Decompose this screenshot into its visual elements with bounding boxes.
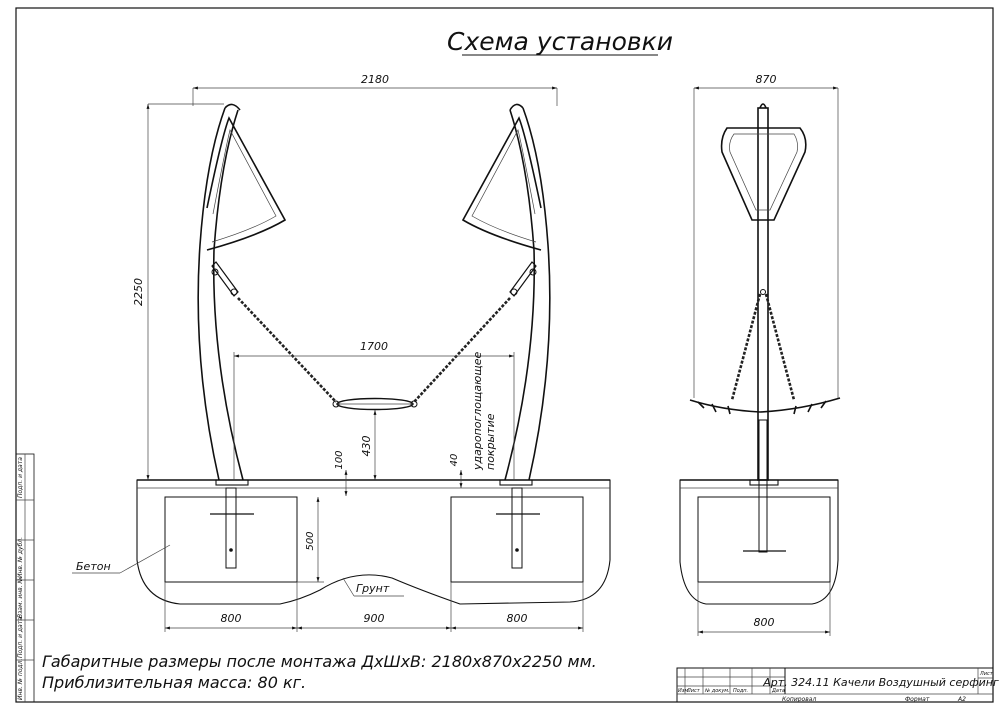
tb-copied: Копировал [782, 696, 816, 703]
tb-col-2: Лист [686, 688, 701, 694]
side-chain-left [730, 293, 762, 401]
dim-footing-right: 800 [507, 612, 528, 625]
surf-seat [336, 397, 414, 411]
tb-col-1: Изм. [678, 688, 690, 694]
note-dimensions: Габаритные размеры после монтажа ДхШхВ: … [42, 652, 597, 671]
side-chain-right [764, 293, 796, 401]
dim-coating-thickness: 40 [449, 454, 460, 467]
tb-format-label: Формат [905, 696, 930, 703]
dim-span: 1700 [360, 340, 388, 353]
right-post-inner [504, 109, 536, 481]
dim-height: 2250 [132, 278, 145, 306]
stamp-text-4: Инв. № дубл. [17, 537, 24, 578]
side-post [757, 107, 769, 481]
tb-sheet-label: Лист [979, 671, 994, 677]
side-frame [720, 127, 807, 221]
ground-section [136, 479, 611, 605]
right-chain [413, 297, 511, 403]
stamp-text-1: Инв. № подл. [17, 659, 24, 700]
left-chain [237, 297, 337, 403]
label-coating-1: ударопоглощающее [471, 351, 484, 471]
left-frame [206, 116, 287, 251]
stamp-text-2: Подп. и дата [17, 617, 24, 658]
tb-col-5: Дата [771, 688, 785, 694]
sheet-frame [15, 7, 994, 703]
side-anchor [758, 419, 768, 553]
concrete-footing-left [164, 496, 298, 583]
dim-footing-depth: 500 [305, 531, 316, 550]
dim-side-width: 870 [756, 73, 777, 86]
tb-format-value: А2 [957, 696, 966, 703]
label-coating-2: покрытие [484, 413, 497, 470]
side-ground-section [679, 479, 839, 605]
tb-product: Арт. 324.11 Качели Воздушный серфинг [762, 676, 999, 689]
dim-seat-height: 430 [360, 436, 373, 457]
side-concrete-footing [697, 496, 831, 583]
left-post-inner [212, 109, 244, 481]
dim-overall-width: 2180 [361, 73, 389, 86]
anchor-right [511, 487, 523, 569]
right-post-outer [522, 107, 551, 481]
drawing-title: Схема установки [447, 27, 673, 56]
dim-ground-depth: 100 [334, 450, 345, 469]
right-frame [461, 116, 542, 251]
tb-col-4: Подп. [733, 688, 748, 694]
label-concrete: Бетон [76, 560, 111, 573]
concrete-footing-right [450, 496, 584, 583]
left-post-outer [197, 107, 226, 481]
tb-col-3: № докум. [704, 688, 730, 694]
dim-side-footing: 800 [754, 616, 775, 629]
stamp-text-3: Взам. инв. № [17, 577, 24, 618]
stamp-text-5: Подп. и дата [17, 457, 24, 498]
side-seat [689, 397, 841, 413]
note-mass: Приблизительная масса: 80 кг. [42, 673, 306, 692]
title-block [676, 667, 994, 703]
label-soil: Грунт [356, 582, 390, 595]
anchor-left [225, 487, 237, 569]
dim-footing-gap: 900 [364, 612, 385, 625]
dim-footing-left: 800 [221, 612, 242, 625]
